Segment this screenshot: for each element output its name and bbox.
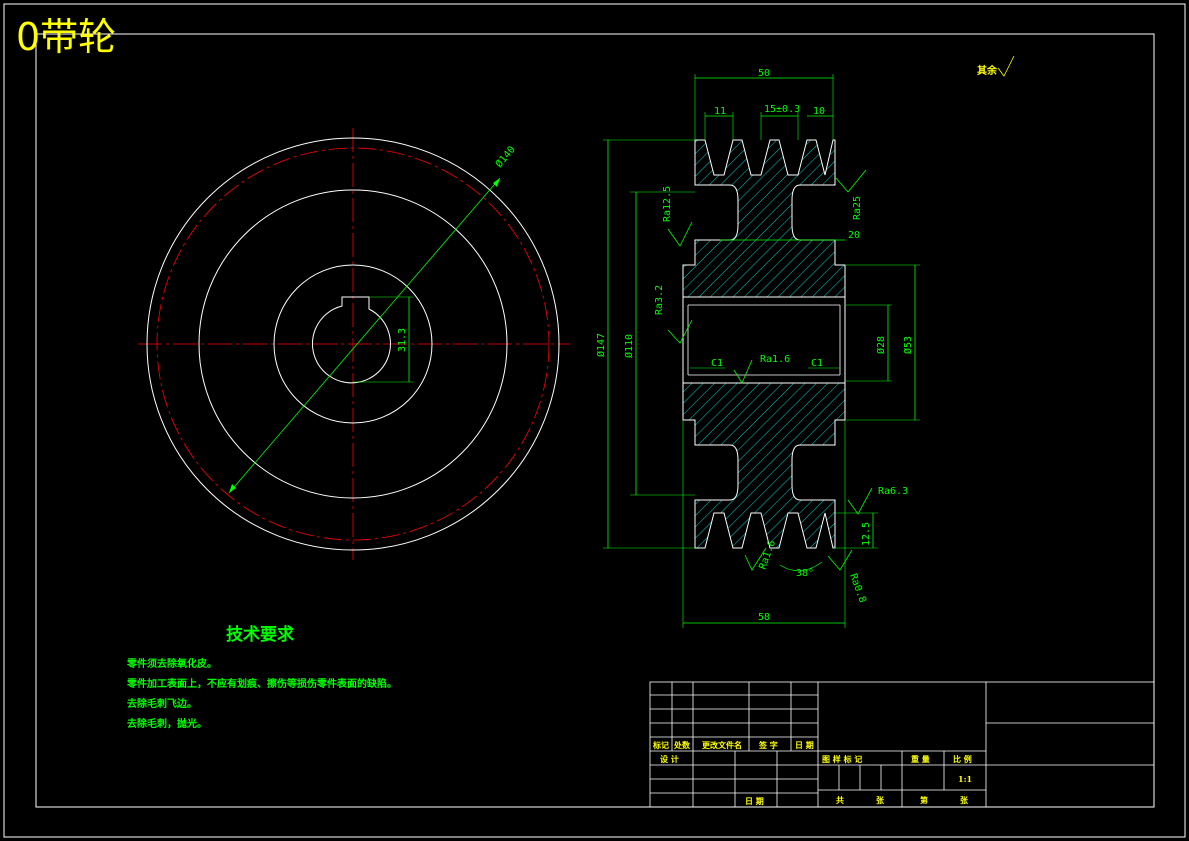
pitch11-label: 11 bbox=[714, 106, 726, 117]
depth125-label: 12.5 bbox=[861, 522, 872, 546]
tech-requirement-item: 去除毛刺，抛光。 bbox=[127, 719, 207, 730]
ra16-bore-label: Ra1.6 bbox=[760, 354, 790, 365]
tech-requirements-heading: 技术要求 bbox=[226, 625, 294, 645]
tb-sheet-unit: 张 bbox=[960, 795, 968, 805]
tb-col-sign: 签 字 bbox=[759, 740, 778, 750]
tb-sheets-total: 共 bbox=[836, 795, 844, 805]
lower-section bbox=[682, 382, 846, 549]
tech-requirement-item: 零件须去除氧化皮。 bbox=[127, 659, 217, 670]
upper-section bbox=[682, 139, 846, 298]
ra25-label: Ra25 bbox=[852, 196, 863, 220]
hub-circle bbox=[273, 264, 433, 424]
tb-stage-mark: 图 样 标 记 bbox=[822, 754, 863, 764]
tb-weight: 重 量 bbox=[911, 754, 930, 764]
angle-label: 38° bbox=[796, 568, 814, 579]
tb-sheet-no: 第 bbox=[920, 795, 928, 805]
outer-circle bbox=[146, 137, 560, 551]
ra16-groove-label: Ra1.6 bbox=[757, 539, 778, 571]
root-circle bbox=[198, 189, 508, 499]
tb-col-mark: 标记 bbox=[653, 740, 669, 750]
tb-col-date: 日 期 bbox=[795, 740, 814, 750]
width50-label: 50 bbox=[758, 68, 770, 79]
section-view: 50 11 15±0.3 10 Ø147 Ø110 Ø28 Ø53 bbox=[595, 68, 920, 628]
tb-design: 设 计 bbox=[660, 754, 679, 764]
ra08-label: Ra0.8 bbox=[847, 572, 868, 604]
keyway-dim-label: 31.3 bbox=[397, 328, 408, 352]
bore-outline bbox=[682, 296, 846, 384]
hub58-label: 58 bbox=[758, 612, 770, 623]
dia110-label: Ø110 bbox=[623, 334, 635, 358]
drawing-title: 0带轮 bbox=[16, 15, 117, 59]
front-view: Ø140 31.3 bbox=[138, 128, 570, 560]
sheet-outer-border bbox=[3, 3, 1186, 838]
pitch-circle bbox=[156, 147, 550, 541]
web20-label: 20 bbox=[848, 230, 860, 241]
sheet-inner-border bbox=[35, 33, 1155, 808]
dia28-label: Ø28 bbox=[875, 336, 887, 354]
title-block bbox=[649, 681, 1155, 808]
tb-col-count: 处数 bbox=[674, 740, 690, 750]
top10-label: 10 bbox=[813, 106, 825, 117]
pitch15-label: 15±0.3 bbox=[764, 104, 800, 115]
ra63-label: Ra6.3 bbox=[878, 486, 908, 497]
tb-scale-value: 1:1 bbox=[958, 774, 973, 784]
tb-sheets-unit: 张 bbox=[876, 795, 884, 805]
chamfer-right-label: C1 bbox=[811, 358, 823, 369]
tech-requirement-item: 零件加工表面上，不应有划痕、擦伤等损伤零件表面的缺陷。 bbox=[127, 679, 397, 690]
roughness-mark bbox=[997, 55, 1015, 77]
tb-col-file: 更改文件名 bbox=[702, 740, 742, 750]
tb-date: 日 期 bbox=[745, 796, 764, 806]
ra32-label: Ra3.2 bbox=[654, 285, 665, 315]
ra125-label: Ra12.5 bbox=[662, 186, 673, 222]
bore-keyway bbox=[311, 296, 391, 384]
chamfer-left-label: C1 bbox=[711, 358, 723, 369]
dia53-label: Ø53 bbox=[902, 336, 914, 354]
tech-requirement-item: 去除毛刺飞边。 bbox=[127, 699, 197, 710]
dia140-label: Ø140 bbox=[493, 144, 518, 170]
roughness-note: 其余 bbox=[977, 66, 997, 77]
dia147-label: Ø147 bbox=[595, 333, 607, 357]
dia140-line bbox=[228, 177, 501, 494]
tb-scale-label: 比 例 bbox=[953, 754, 972, 764]
